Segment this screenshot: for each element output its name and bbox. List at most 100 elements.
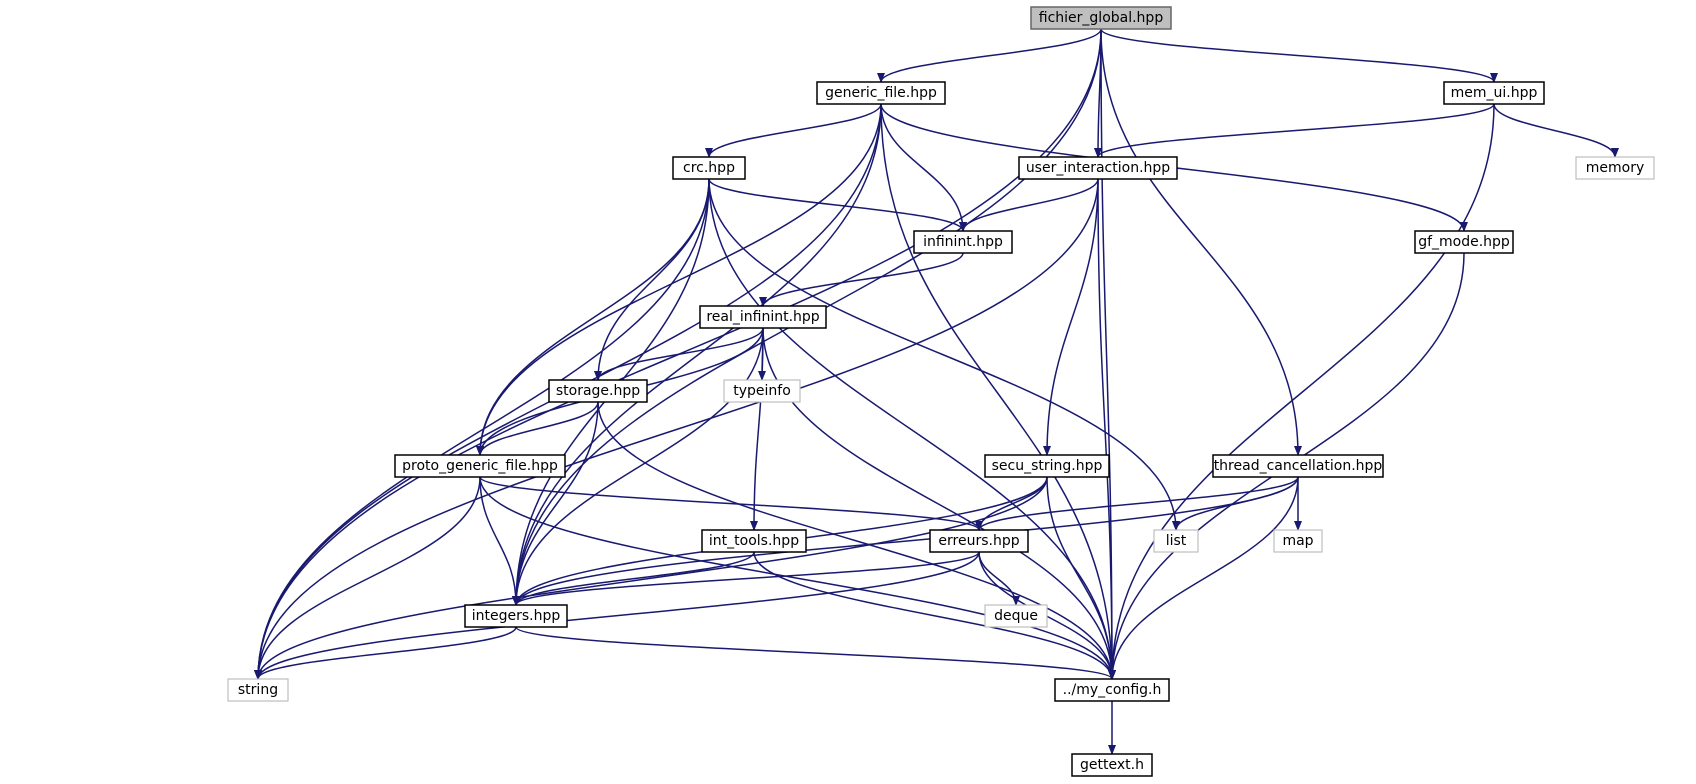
edge-generic_file-to-my_config [880, 103, 1116, 680]
node-label: gettext.h [1080, 757, 1144, 773]
node-label: list [1166, 533, 1187, 549]
node-box [984, 454, 1110, 478]
node-box [929, 529, 1029, 553]
node-my-config[interactable]: ../my_config.h [1054, 678, 1170, 702]
edge-erreurs-to-deque [978, 551, 1020, 606]
edge-generic_file-to-proto_generic_file [476, 103, 882, 456]
edge-proto_generic_file-to-integers [479, 476, 520, 606]
edge-fichier_global-to-thread_cancellation [1100, 28, 1302, 456]
node-label: real_infinint.hpp [706, 309, 819, 325]
node-memory: memory [1575, 156, 1655, 180]
edges-layer [254, 28, 1619, 755]
node-label: erreurs.hpp [938, 533, 1019, 549]
node-box [699, 305, 827, 329]
node-label: string [238, 682, 278, 698]
node-erreurs[interactable]: erreurs.hpp [929, 529, 1029, 553]
node-label: memory [1586, 160, 1645, 176]
node-box [672, 156, 746, 180]
edge-integers-to-string [254, 626, 517, 680]
node-box [1030, 6, 1172, 30]
node-label: gf_mode.hpp [1418, 234, 1510, 250]
edge-generic_file-to-infinint [880, 103, 967, 232]
nodes-layer: fichier_global.hpp generic_file.hpp mem_ui… [227, 6, 1655, 777]
node-box [1054, 678, 1170, 702]
node-box [701, 529, 807, 553]
node-map: map [1273, 529, 1323, 553]
node-gettext[interactable]: gettext.h [1071, 753, 1153, 777]
edge-int_tools-to-my_config [753, 551, 1116, 680]
edge-fichier_global-to-generic_file [877, 28, 1102, 83]
edge-storage-to-integers [512, 401, 599, 606]
edge-crc-to-proto_generic_file [476, 178, 710, 456]
edge-erreurs-to-integers [512, 551, 980, 606]
edge-secu_string-to-my_config [1046, 476, 1116, 680]
edge-crc-to-storage [594, 178, 710, 381]
edge-storage-to-my_config [597, 401, 1116, 680]
edge-proto_generic_file-to-my_config [479, 476, 1116, 680]
node-label: proto_generic_file.hpp [402, 458, 558, 474]
node-box [913, 230, 1013, 254]
edge-crc-to-my_config [708, 178, 1116, 680]
node-gf-mode[interactable]: gf_mode.hpp [1414, 230, 1514, 254]
edge-real_infinint-to-integers [512, 327, 764, 606]
node-secu-string[interactable]: secu_string.hpp [984, 454, 1110, 478]
node-label: storage.hpp [556, 383, 640, 399]
node-string: string [227, 678, 289, 702]
node-thread-cancellation[interactable]: thread_cancellation.hpp [1212, 454, 1384, 478]
edge-real_infinint-to-storage [594, 327, 764, 381]
node-label: map [1282, 533, 1313, 549]
edge-mem_ui-to-memory [1493, 103, 1619, 158]
node-storage[interactable]: storage.hpp [548, 379, 648, 403]
edge-crc-to-infinint [708, 178, 967, 232]
edge-crc-to-list [708, 178, 1180, 531]
node-label: infinint.hpp [923, 234, 1003, 250]
node-box [464, 604, 568, 628]
edge-thread_cancellation-to-integers [512, 476, 1299, 606]
node-fichier-global[interactable]: fichier_global.hpp [1030, 6, 1172, 30]
edge-user_interaction-to-infinint [959, 178, 1099, 232]
node-box [394, 454, 566, 478]
edge-proto_generic_file-to-string [254, 476, 481, 680]
node-crc[interactable]: crc.hpp [672, 156, 746, 180]
node-typeinfo: typeinfo [723, 379, 801, 403]
edge-mem_ui-to-my_config [1108, 103, 1495, 680]
edge-proto_generic_file-to-erreurs [479, 476, 983, 531]
edge-user_interaction-to-secu_string [1043, 178, 1099, 456]
node-label: ../my_config.h [1063, 682, 1162, 698]
node-label: thread_cancellation.hpp [1214, 458, 1383, 474]
edge-secu_string-to-string [254, 476, 1048, 680]
node-box [1273, 529, 1323, 553]
node-label: fichier_global.hpp [1039, 10, 1164, 26]
node-label: secu_string.hpp [992, 458, 1103, 474]
node-box [1443, 81, 1545, 105]
node-int-tools[interactable]: int_tools.hpp [701, 529, 807, 553]
node-real-infinint[interactable]: real_infinint.hpp [699, 305, 827, 329]
edge-infinint-to-real_infinint [759, 252, 964, 307]
edge-erreurs-to-string [254, 551, 980, 680]
node-list: list [1153, 529, 1199, 553]
node-box [723, 379, 801, 403]
node-generic-file[interactable]: generic_file.hpp [816, 81, 946, 105]
node-mem-ui[interactable]: mem_ui.hpp [1443, 81, 1545, 105]
node-box [1575, 156, 1655, 180]
node-infinint[interactable]: infinint.hpp [913, 230, 1013, 254]
node-label: int_tools.hpp [709, 533, 799, 549]
node-deque: deque [984, 604, 1048, 628]
node-user-interaction[interactable]: user_interaction.hpp [1018, 156, 1178, 180]
node-integers[interactable]: integers.hpp [464, 604, 568, 628]
node-box [1153, 529, 1199, 553]
edge-real_infinint-to-int_tools [750, 327, 764, 531]
node-label: generic_file.hpp [825, 85, 937, 101]
edge-real_infinint-to-my_config [762, 327, 1116, 680]
node-label: mem_ui.hpp [1451, 85, 1538, 101]
node-label: deque [994, 608, 1038, 624]
node-proto-generic-file[interactable]: proto_generic_file.hpp [394, 454, 566, 478]
edge-storage-to-proto_generic_file [476, 401, 599, 456]
node-box [816, 81, 946, 105]
edge-mem_ui-to-user_interaction [1094, 103, 1495, 158]
edge-thread_cancellation-to-erreurs [975, 476, 1299, 531]
node-box [548, 379, 648, 403]
node-box [1018, 156, 1178, 180]
node-box [227, 678, 289, 702]
